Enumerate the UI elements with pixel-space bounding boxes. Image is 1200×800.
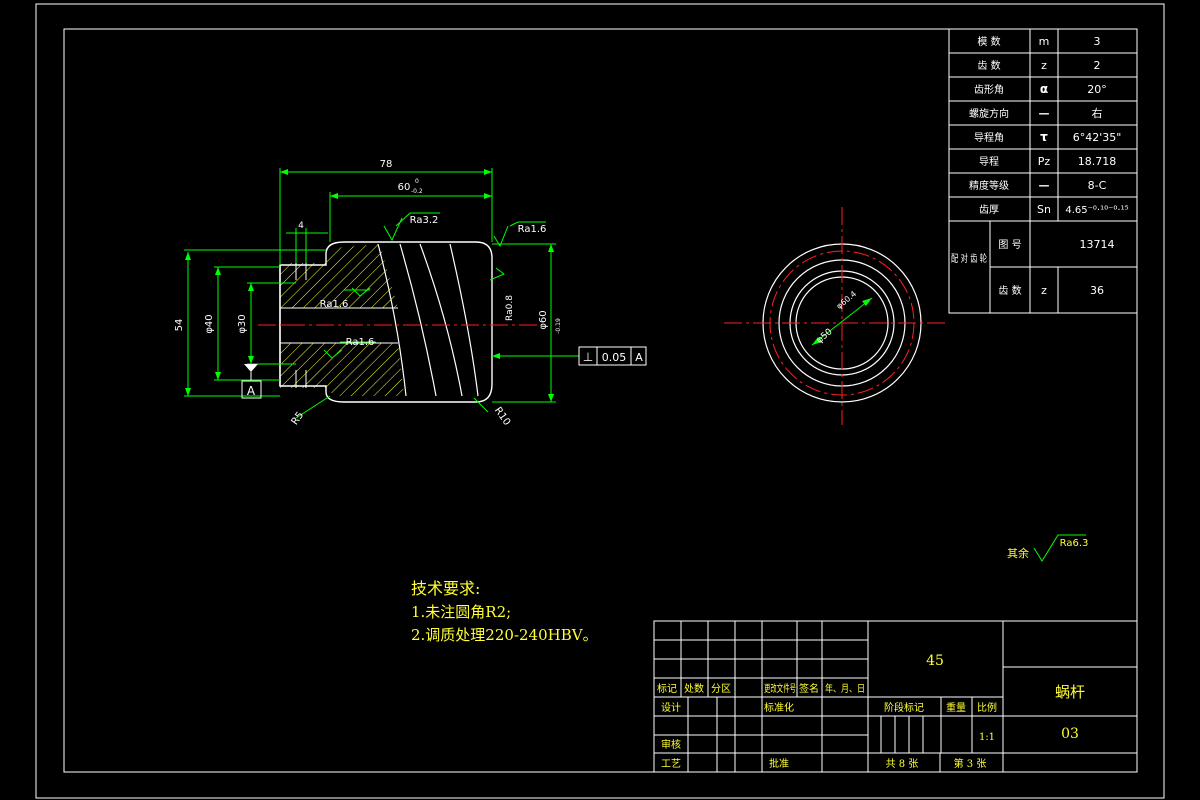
tb-weight: 重量 — [946, 701, 966, 714]
param-symbol: Sn — [1037, 203, 1051, 216]
tb-approve: 批准 — [769, 757, 789, 770]
tech-line: 2.调质处理220-240HBV。 — [411, 626, 598, 644]
param-symbol: α — [1040, 82, 1048, 96]
thread-line — [419, 243, 463, 397]
roughness-symbols — [323, 217, 509, 359]
dim-dia-30: φ30 — [237, 314, 248, 333]
datum-label: A — [247, 384, 256, 398]
technical-requirements: 技术要求: 1.未注圆角R2; 2.调质处理220-240HBV。 — [411, 579, 598, 644]
perpendicularity-symbol: ⊥ — [583, 350, 593, 364]
param-value: 4.65⁻⁰·¹⁰⁻⁰·¹⁵ — [1065, 205, 1128, 216]
datum-box — [241, 380, 262, 399]
inner-frame — [63, 28, 1138, 773]
dimension-arrows — [185, 169, 554, 402]
mating-symbol: z — [1041, 284, 1047, 297]
section-hatch-bottom — [280, 343, 404, 396]
geometric-tolerance-frame: ⊥ 0.05 A — [578, 346, 647, 366]
dim-length-78: 78 — [380, 159, 393, 170]
tb-header: 处数 — [684, 682, 704, 695]
tb-scale: 1:1 — [979, 732, 995, 743]
thread-line — [377, 243, 407, 397]
roughness-ra08: Ra0.8 — [505, 295, 515, 321]
other-roughness: 其余 Ra6.3 — [1007, 534, 1089, 562]
roughness-ra16-mid: Ra1.6 — [320, 299, 349, 310]
radius-r10: R10 — [492, 405, 512, 427]
roughness-ra16-right: Ra1.6 — [518, 224, 547, 235]
tb-header: 年、月、日 — [825, 682, 865, 695]
section-hatch-top — [280, 244, 398, 308]
worm-parameter-table: 模 数 m 3 齿 数 z 2 齿形角 α 20° 螺旋方向 — 右 导程角 τ… — [948, 28, 1138, 314]
param-value: 右 — [1092, 106, 1103, 120]
tb-review: 审核 — [661, 738, 681, 751]
param-label: 齿 数 — [977, 59, 1000, 72]
title-block-text: 标记 处数 分区 更改文件号 签名 年、月、日 设计 标准化 审核 工艺 批准 … — [657, 653, 1085, 770]
tb-header: 标记 — [657, 683, 677, 695]
param-symbol: m — [1039, 35, 1050, 48]
dim-dia-40: φ40 — [204, 314, 215, 333]
tb-header: 分区 — [711, 683, 731, 695]
param-symbol: — — [1039, 107, 1050, 120]
param-value: 6°42'35" — [1073, 131, 1122, 144]
mating-value: 36 — [1090, 284, 1104, 297]
tb-sheets: 共 8 张 — [886, 758, 919, 770]
tb-header: 签名 — [799, 682, 819, 695]
tb-design: 设计 — [661, 701, 681, 714]
param-value: 20° — [1087, 83, 1107, 96]
param-symbol: Pz — [1038, 155, 1051, 168]
dim-length-60: 60 — [398, 182, 411, 193]
mating-label: 齿 数 — [998, 284, 1021, 297]
param-value: 8-C — [1088, 179, 1107, 192]
rest-label: 其余 — [1007, 546, 1029, 560]
param-label: 齿厚 — [979, 204, 999, 216]
param-symbol: z — [1041, 59, 1047, 72]
dim-tol-lower: -0.2 — [411, 188, 423, 195]
tech-line: 1.未注圆角R2; — [411, 603, 511, 621]
rest-roughness: Ra6.3 — [1060, 538, 1089, 549]
dim-tol-upper: 0 — [415, 178, 419, 185]
param-symbol: τ — [1040, 130, 1048, 144]
mating-label: 图 号 — [998, 239, 1021, 251]
thread-line — [399, 243, 437, 397]
tolerance-datum: A — [635, 351, 643, 364]
tb-sheet: 第 3 张 — [954, 757, 987, 770]
param-label: 导程角 — [974, 132, 1004, 144]
outer-frame — [35, 3, 1165, 799]
param-label: 齿形角 — [974, 84, 1004, 96]
param-value: 3 — [1094, 35, 1101, 48]
tb-process: 工艺 — [661, 758, 681, 770]
tb-stage: 阶段标记 — [884, 701, 924, 714]
param-label: 精度等级 — [969, 179, 1009, 192]
param-value: 18.718 — [1078, 155, 1117, 168]
tb-material: 45 — [926, 653, 944, 669]
tb-drawing-no: 03 — [1061, 726, 1079, 742]
dim-length-4: 4 — [298, 221, 304, 231]
dim-height-54: 54 — [174, 319, 185, 332]
dim-dia-60: φ60 — [538, 310, 549, 329]
thread-line — [449, 243, 479, 397]
param-label: 导程 — [979, 156, 999, 168]
tb-standard: 标准化 — [764, 701, 794, 714]
dim-dia-60-tol: -0.19 — [555, 318, 562, 334]
worm-front-view: A ⊥ 0.05 A 78 60 0 -0.2 4 54 φ40 φ30 φ60… — [174, 159, 647, 428]
dimension-lines — [184, 168, 579, 419]
tb-scale-label: 比例 — [977, 701, 997, 714]
mating-value: 13714 — [1080, 238, 1115, 251]
circle-dim-60: φ60.4 — [835, 289, 858, 311]
tb-part-name: 蜗杆 — [1055, 683, 1085, 701]
param-label: 模 数 — [977, 35, 1000, 48]
tolerance-value: 0.05 — [602, 351, 627, 364]
datum-triangle — [244, 364, 258, 372]
tb-header: 更改文件号 — [764, 682, 796, 695]
tech-title: 技术要求: — [411, 579, 480, 598]
roughness-ra16-low: Ra1.6 — [346, 337, 375, 348]
mating-gear-label: 配 对 齿 轮 — [951, 252, 987, 265]
title-block — [653, 620, 1138, 773]
worm-outline — [279, 241, 493, 403]
worm-side-view: φ50 φ60.4 — [724, 207, 946, 425]
param-value: 2 — [1094, 59, 1101, 72]
param-symbol: — — [1039, 179, 1050, 192]
param-label: 螺旋方向 — [969, 107, 1009, 120]
roughness-ra32: Ra3.2 — [410, 215, 439, 226]
